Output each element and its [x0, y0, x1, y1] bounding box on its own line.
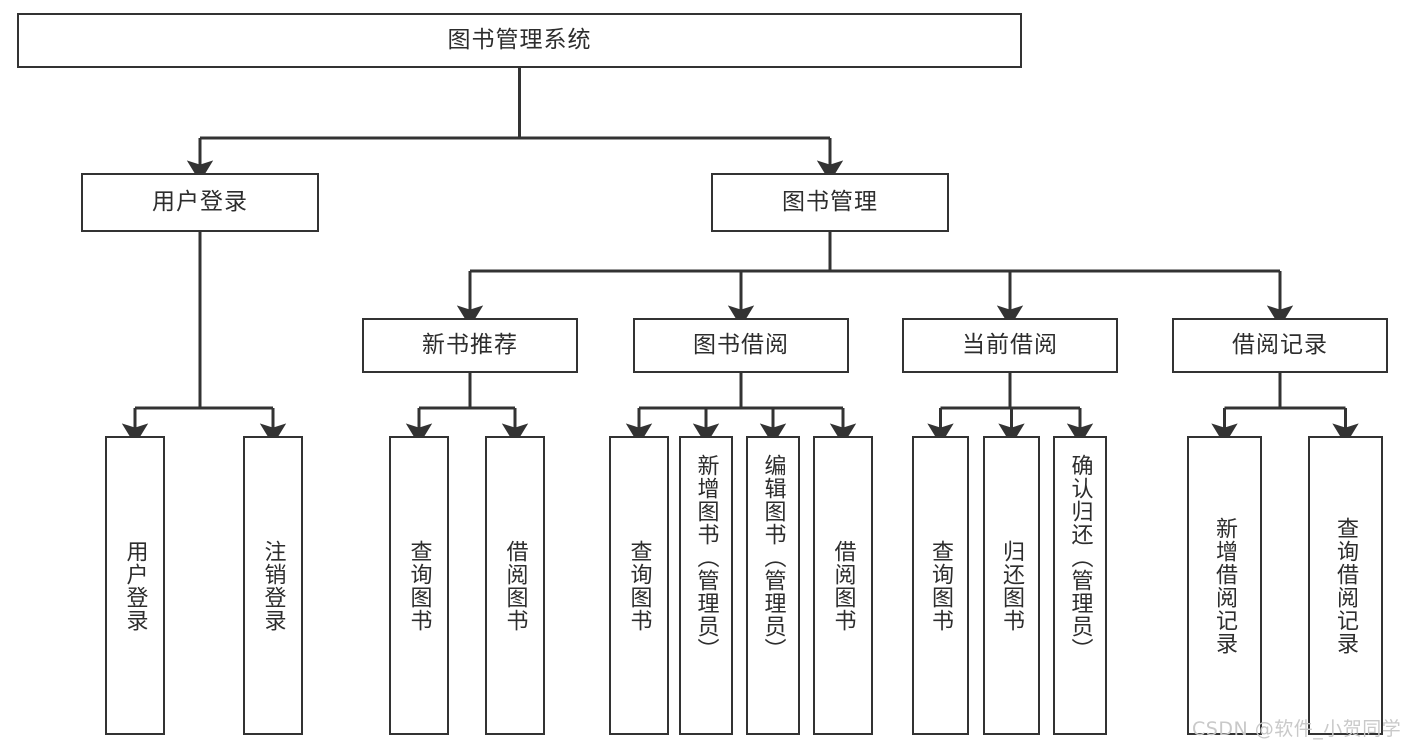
node-l2-图书管理[interactable]: 图书管理 — [711, 173, 949, 232]
node-leaf-借阅图书-3[interactable]: 借阅图书 — [485, 436, 545, 735]
node-leaf-注销登录-1[interactable]: 注销登录 — [243, 436, 303, 735]
node-leaf-查询图书-8[interactable]: 查询图书 — [912, 436, 969, 735]
node-root-图书管理系统[interactable]: 图书管理系统 — [17, 13, 1022, 68]
node-leaf-查询图书-2[interactable]: 查询图书 — [389, 436, 449, 735]
node-l3-新书推荐[interactable]: 新书推荐 — [362, 318, 578, 373]
node-l3-借阅记录[interactable]: 借阅记录 — [1172, 318, 1388, 373]
node-leaf-新增借阅记录-11[interactable]: 新增借阅记录 — [1187, 436, 1262, 735]
node-leaf-编辑图书管理员-6[interactable]: 编辑图书（管理员） — [746, 436, 800, 735]
node-l2-用户登录[interactable]: 用户登录 — [81, 173, 319, 232]
node-l3-当前借阅[interactable]: 当前借阅 — [902, 318, 1118, 373]
node-leaf-查询图书-4[interactable]: 查询图书 — [609, 436, 669, 735]
node-leaf-查询借阅记录-12[interactable]: 查询借阅记录 — [1308, 436, 1383, 735]
csdn-watermark: CSDN @软件_小贺同学 — [1192, 718, 1402, 740]
node-leaf-确认归还管理员-10[interactable]: 确认归还（管理员） — [1053, 436, 1107, 735]
node-leaf-借阅图书-7[interactable]: 借阅图书 — [813, 436, 873, 735]
node-leaf-归还图书-9[interactable]: 归还图书 — [983, 436, 1040, 735]
node-leaf-新增图书管理员-5[interactable]: 新增图书（管理员） — [679, 436, 733, 735]
node-l3-图书借阅[interactable]: 图书借阅 — [633, 318, 849, 373]
node-leaf-用户登录-0[interactable]: 用户登录 — [105, 436, 165, 735]
